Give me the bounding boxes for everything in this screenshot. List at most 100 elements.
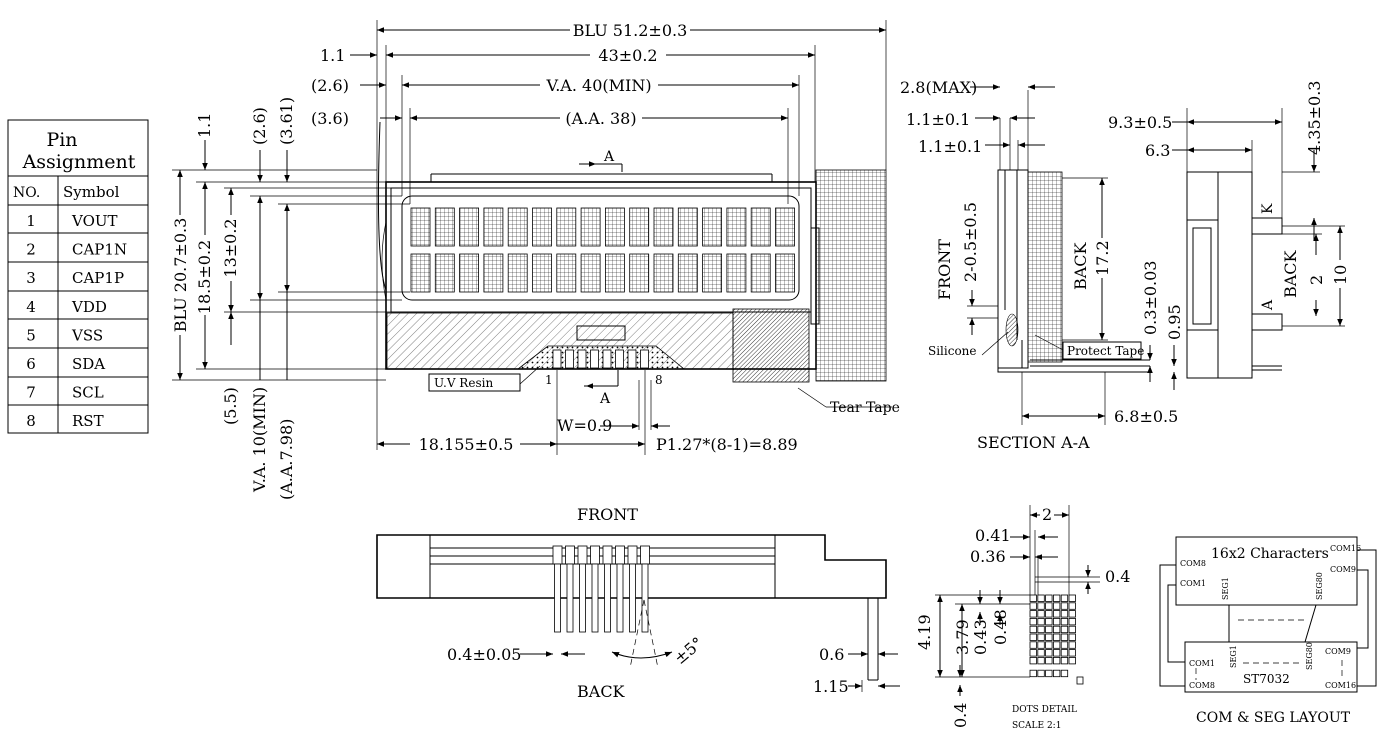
section-back-label: BACK <box>1071 241 1090 290</box>
dim-pin-thickness: 0.3±0.03 <box>1141 261 1160 335</box>
dot-cell <box>1045 669 1053 678</box>
bottom-pin-leg <box>629 563 636 633</box>
pin-last-label: 8 <box>655 373 663 387</box>
dot-cell <box>1060 602 1069 610</box>
dim-glass-width: 43±0.2 <box>598 46 657 65</box>
lcd-char-cell <box>459 253 480 293</box>
dots-d036: 0.36 <box>970 547 1006 566</box>
bottom-pin-leg <box>616 563 624 633</box>
dot-cell <box>1060 618 1069 626</box>
uv-resin-label: U.V Resin <box>434 376 493 390</box>
pin-table-title-2: Assignment <box>22 151 136 173</box>
side-dim-vertical: 4.35±0.3 <box>1305 81 1324 155</box>
dot-cell <box>1060 649 1069 657</box>
section-a-a-view: 2.8(MAX) 1.1±0.1 1.1±0.1 FRONT 2-0.5±0.5… <box>900 78 1184 452</box>
dot-cell <box>1068 625 1076 634</box>
dot-cell <box>1060 641 1069 649</box>
fpc-pin <box>577 349 587 369</box>
side-dim-10: 10 <box>1331 265 1350 285</box>
dot-cell <box>1060 594 1069 602</box>
pin-row-no: 5 <box>26 326 36 344</box>
dot-cell <box>1045 610 1053 618</box>
dots-d2: 2 <box>1042 505 1052 524</box>
lcd-char-cell <box>580 207 601 247</box>
dim-pin-length: 0.95 <box>1165 304 1184 340</box>
side-dim-total: 9.3±0.5 <box>1108 113 1172 132</box>
pin-row-no: 3 <box>26 269 36 287</box>
dots-d048: 0.48 <box>991 609 1010 645</box>
dim-va-width: V.A. 40(MIN) <box>545 76 651 95</box>
com-com1: COM1 <box>1180 579 1206 588</box>
dot-cell <box>1045 602 1053 610</box>
dot-cell <box>1053 633 1061 641</box>
dot-cell <box>1037 625 1045 634</box>
tear-tape-label: Tear Tape <box>830 400 900 416</box>
lcd-char-cell <box>410 207 431 247</box>
dot-cell <box>1037 618 1045 626</box>
com-seg1: SEG1 <box>1221 577 1230 600</box>
ic-com9: COM9 <box>1325 647 1351 656</box>
dots-caption-1: DOTS DETAIL <box>1012 705 1077 715</box>
lcd-char-cell <box>653 253 674 293</box>
dot-cell <box>1045 641 1053 649</box>
bottom-dim-115: 1.15 <box>813 677 849 696</box>
fpc-pin <box>640 349 649 369</box>
dot-cell <box>1045 618 1053 626</box>
dim-inner-height: 13±0.2 <box>221 218 240 277</box>
dots-d04: 0.4 <box>1105 567 1130 586</box>
dim-aa-width: (A.A. 38) <box>565 109 636 128</box>
lcd-char-cell <box>605 207 625 247</box>
com-com9: COM9 <box>1330 565 1356 574</box>
dot-cell <box>1076 676 1084 685</box>
lcd-char-cell <box>750 253 771 293</box>
dot-cell <box>1053 641 1061 649</box>
dot-cell <box>1045 649 1053 657</box>
com-seg-layout: 16x2 Characters COM8 COM16 COM1 COM9 SEG… <box>1159 536 1377 726</box>
dot-cell <box>1037 669 1045 678</box>
col-header-no: NO. <box>13 185 40 201</box>
bottom-pin-leg <box>554 563 561 633</box>
dim-bottom-offset: (5.5) <box>221 387 240 425</box>
lcd-char-cell <box>507 207 528 247</box>
dot-cell <box>1060 669 1069 678</box>
bottom-pin-leg <box>604 563 611 633</box>
pin-row-symbol: VOUT <box>71 212 118 230</box>
dot-cell <box>1068 649 1076 657</box>
fpc-pin <box>552 349 562 369</box>
dim-aa-height: (A.A.7.98) <box>277 419 296 500</box>
dots-detail: 2 0.41 0.36 0.4 4.19 3.79 0.43 0.48 0.4 … <box>915 505 1130 731</box>
fpc-pin <box>565 349 574 369</box>
bottom-pin-head <box>640 545 650 565</box>
dot-cell <box>1045 657 1053 665</box>
lcd-char-cell <box>629 253 650 293</box>
dot-cell <box>1053 602 1061 610</box>
dot-cell <box>1029 625 1037 634</box>
dim-glass-height: 18.5±0.2 <box>195 240 214 314</box>
dot-cell <box>1037 649 1045 657</box>
ic-seg80: SEG80 <box>1305 642 1314 670</box>
dots-caption-2: SCALE 2:1 <box>1012 721 1061 731</box>
dot-cell <box>1068 641 1076 649</box>
dot-cell <box>1029 618 1037 626</box>
dots-d379: 3.79 <box>953 619 972 655</box>
side-k-label: K <box>1260 203 1276 214</box>
dot-cell <box>1045 633 1053 641</box>
lcd-char-cell <box>410 253 431 293</box>
dot-cell <box>1053 618 1061 626</box>
dim-va-top: (2.6) <box>250 107 269 145</box>
dot-cell <box>1068 602 1076 610</box>
dot-cell <box>1045 594 1053 602</box>
dot-cell <box>1053 669 1061 678</box>
lcd-char-cell <box>532 207 552 247</box>
pin-row-no: 6 <box>26 355 36 373</box>
section-front-label: FRONT <box>935 239 954 300</box>
dot-cell <box>1029 641 1037 649</box>
pin-row-no: 8 <box>26 412 36 430</box>
section-caption: SECTION A-A <box>977 433 1090 452</box>
dots-d419: 4.19 <box>915 614 934 650</box>
dot-cell <box>1053 625 1061 634</box>
ic-name: ST7032 <box>1243 672 1290 686</box>
bottom-front-label: FRONT <box>577 505 638 524</box>
dots-d043: 0.43 <box>971 619 990 655</box>
lcd-char-cell <box>702 207 722 247</box>
